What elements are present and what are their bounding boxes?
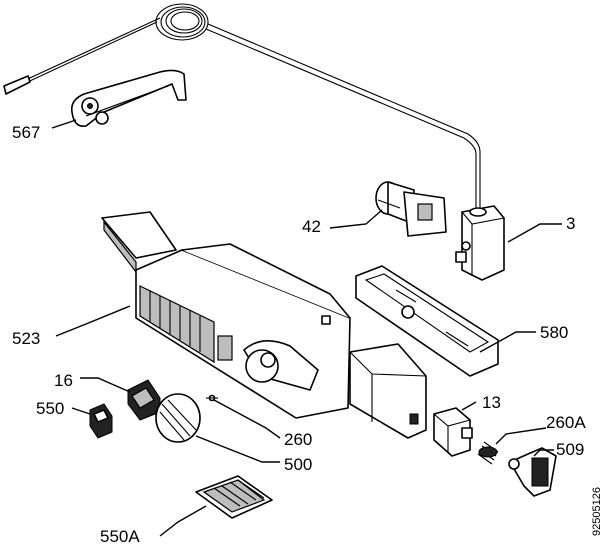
document-number: 92505126 [591,487,603,536]
switch-part-16 [127,379,161,421]
thermostat-part-3 [455,205,505,281]
knob [155,393,218,443]
callout-523: 523 [12,329,40,348]
lamp-cover [349,343,427,439]
callout-550: 550 [36,399,64,418]
capillary-tube [3,3,481,212]
callout-567: 567 [12,123,40,142]
switch-cap-part-550 [89,403,113,439]
clip-part-13 [433,407,473,457]
clamp-part-567 [70,69,187,128]
spring-part-260A [477,441,499,465]
callout-260A: 260A [546,413,586,432]
callout-550A: 550A [100,527,140,546]
leader-lines [51,119,562,537]
callout-3: 3 [566,214,575,233]
callout-500: 500 [284,455,312,474]
callout-509: 509 [556,440,584,459]
plate-part-580 [355,265,499,377]
callout-260: 260 [284,430,312,449]
housing-part-523 [101,211,351,419]
plunger-part-509 [508,447,557,497]
callout-13: 13 [482,393,501,412]
callout-42: 42 [302,217,321,236]
callout-580: 580 [540,323,568,342]
callout-16: 16 [54,371,73,390]
grille-part-550A [195,475,273,519]
lamp-holder-part-42 [375,181,447,237]
